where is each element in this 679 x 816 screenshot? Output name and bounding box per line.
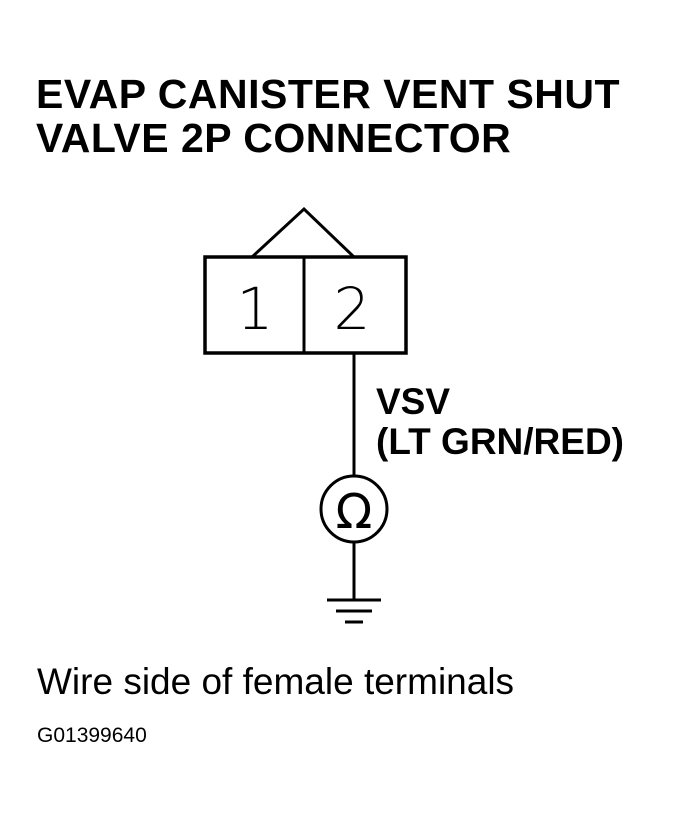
wire-color: (LT GRN/RED) bbox=[376, 421, 624, 462]
ohm-symbol: Ω bbox=[336, 484, 373, 540]
wire-name: VSV bbox=[376, 381, 451, 422]
pin-1-label: 1 bbox=[237, 275, 274, 343]
title-line-1: EVAP CANISTER VENT SHUT bbox=[36, 71, 621, 117]
wire-label: VSV (LT GRN/RED) bbox=[376, 382, 624, 462]
ground-icon bbox=[327, 598, 381, 624]
pin-2-label: 2 bbox=[334, 275, 371, 343]
diagram-caption: Wire side of female terminals bbox=[37, 661, 515, 702]
title-line-2: VALVE 2P CONNECTOR bbox=[36, 115, 512, 161]
diagram-title: EVAP CANISTER VENT SHUT VALVE 2P CONNECT… bbox=[36, 72, 620, 160]
connector-latch bbox=[250, 206, 356, 259]
figure-id: G01399640 bbox=[37, 724, 147, 747]
